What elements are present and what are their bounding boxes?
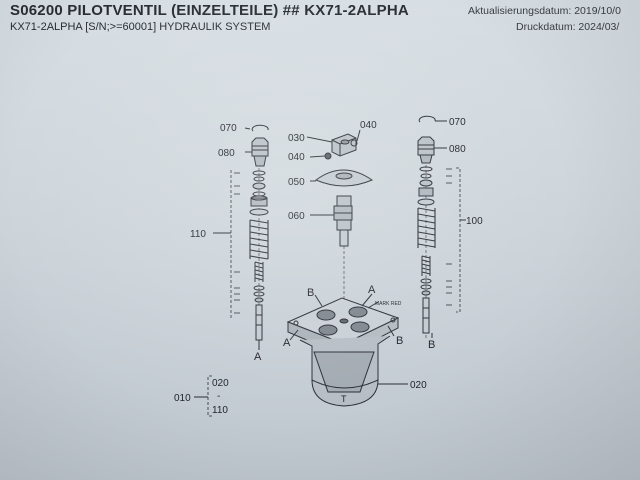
- stem-label-b: B: [428, 339, 435, 351]
- spring-left: [249, 219, 269, 260]
- right-plunger-assembly: [417, 115, 466, 340]
- snap-ring-right: [418, 115, 436, 123]
- callout-010: 010: [174, 393, 191, 404]
- tank-port-label: T: [341, 394, 347, 404]
- callout-020-group: 020: [212, 378, 229, 389]
- o-ring-left-1: [252, 170, 266, 176]
- print-date: Druckdatum: 2024/03/: [516, 21, 620, 33]
- callout-dash-group: -: [217, 391, 220, 402]
- universal-joint: [310, 195, 353, 247]
- rubber-boot: [310, 169, 374, 187]
- callout-040-b: 040: [288, 152, 305, 163]
- update-date: Aktualisierungsdatum: 2019/10/0: [468, 5, 621, 17]
- spring-right: [417, 207, 436, 248]
- callout-070-left: 070: [220, 123, 237, 134]
- port-label-side-b: B: [396, 335, 403, 347]
- spool-right: [422, 297, 430, 334]
- port-label-side-a: A: [283, 337, 291, 349]
- port-top-right: [348, 306, 368, 318]
- callout-040-a: 040: [360, 120, 377, 131]
- port-label-top-a: A: [368, 284, 376, 296]
- mark-red-label: MARK RED: [375, 301, 402, 307]
- plug-right: [417, 136, 447, 164]
- nut-040-b: [324, 152, 332, 160]
- plug-left: [245, 137, 269, 167]
- page-subtitle: KX71-2ALPHA [S/N;>=60001] HYDRAULIK SYST…: [10, 21, 271, 33]
- callout-080-left: 080: [218, 148, 235, 159]
- valve-body: [286, 293, 408, 407]
- port-label-top-b: B: [307, 287, 314, 299]
- snap-ring-left: [251, 124, 269, 132]
- callout-080-right: 080: [449, 144, 466, 155]
- inner-spring-left: [254, 261, 264, 282]
- spool-left: [255, 304, 263, 341]
- port-bottom-left: [318, 324, 338, 336]
- callout-020-body: 020: [410, 380, 427, 391]
- left-plunger-assembly: [213, 124, 269, 345]
- port-top-left: [316, 309, 336, 321]
- callout-110: 110: [190, 229, 206, 240]
- callout-050: 050: [288, 177, 305, 188]
- center-assembly: [306, 129, 374, 300]
- inner-spring-right: [421, 255, 431, 276]
- callout-060: 060: [288, 211, 305, 222]
- page-title: S06200 PILOTVENTIL (EINZELTEILE) ## KX71…: [10, 2, 409, 19]
- group-bracket: [194, 375, 212, 417]
- seal-right: [418, 187, 434, 197]
- callout-030: 030: [288, 133, 305, 144]
- callout-070-right: 070: [449, 117, 466, 128]
- callout-100: 100: [466, 216, 483, 227]
- callout-110-group: 110: [212, 405, 228, 416]
- stem-label-a: A: [254, 351, 262, 363]
- cam-plate: [306, 133, 357, 157]
- nut-040-a: [350, 139, 358, 147]
- port-bottom-right: [350, 321, 370, 333]
